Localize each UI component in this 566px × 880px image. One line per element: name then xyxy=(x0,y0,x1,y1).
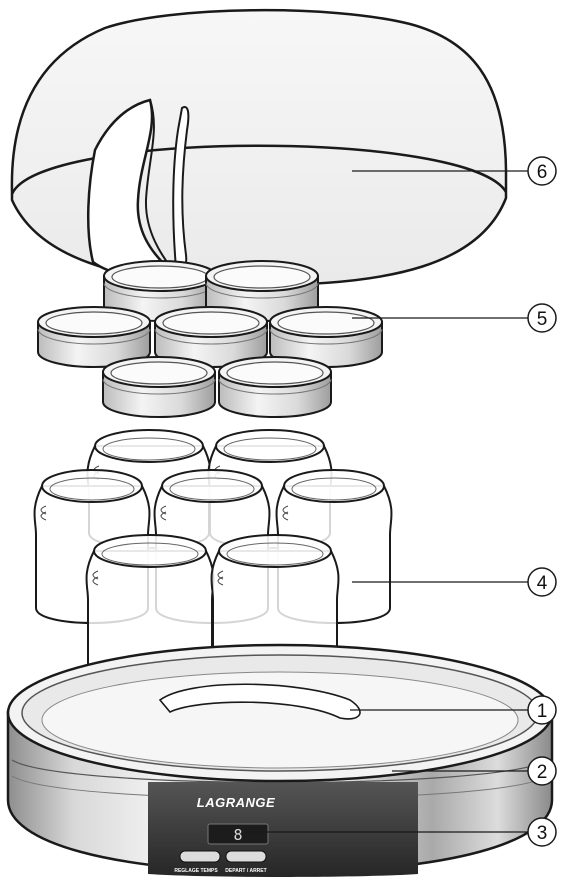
jar-cap xyxy=(154,306,268,368)
control-panel xyxy=(148,782,418,877)
jar-cap xyxy=(269,306,383,368)
callout-2: 2 xyxy=(392,756,557,786)
callout-1-number: 1 xyxy=(537,701,548,722)
display-digit: 8 xyxy=(233,826,242,844)
glass-jars xyxy=(33,429,393,684)
reglage-temps-label: REGLAGE TEMPS xyxy=(174,868,218,874)
jar-caps xyxy=(37,260,383,418)
callout-2-number: 2 xyxy=(537,762,548,783)
callout-4: 4 xyxy=(352,567,557,597)
brand-logo: LAGRANGE xyxy=(197,795,275,810)
callout-5: 5 xyxy=(352,303,557,333)
callout-1: 1 xyxy=(350,695,557,725)
depart-arret-button[interactable] xyxy=(225,850,267,863)
callout-3: 3 xyxy=(246,817,557,847)
lid-handle xyxy=(87,98,190,282)
callout-6: 6 xyxy=(352,156,557,186)
depart-arret-label: DEPART / ARRET xyxy=(225,868,266,874)
jar-cap xyxy=(102,356,216,418)
reglage-temps-button[interactable] xyxy=(179,850,221,863)
callout-6-number: 6 xyxy=(537,162,548,183)
heating-element xyxy=(158,683,361,720)
callouts: 6 5 4 1 2 3 xyxy=(246,156,557,847)
lid xyxy=(10,8,508,287)
callout-5-number: 5 xyxy=(537,309,548,330)
display-panel: LAGRANGE 8 REGLAGE TEMPS DEPART / ARRET xyxy=(174,795,275,874)
callout-4-number: 4 xyxy=(537,573,548,594)
callout-3-number: 3 xyxy=(537,823,548,844)
lcd-display xyxy=(207,823,269,845)
heating-tray xyxy=(6,643,554,783)
jar-cap xyxy=(37,306,151,368)
jar-cap xyxy=(218,356,332,418)
